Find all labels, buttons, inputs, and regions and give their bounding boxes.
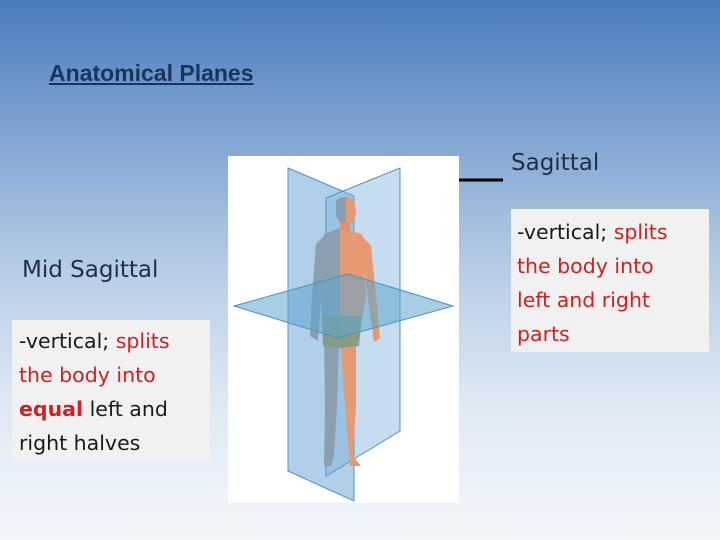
right-leg (340, 339, 361, 466)
page-title: Anatomical Planes (49, 60, 254, 86)
sagittal-heading: Sagittal (511, 150, 600, 176)
mid-sagittal-line-4: right halves (19, 431, 141, 455)
sagittal-description: -vertical; splits the body into left and… (511, 209, 709, 352)
anatomy-figure (228, 156, 459, 503)
mid-sagittal-line-3: equal left and (19, 392, 210, 426)
sagittal-red-1: splits (613, 220, 668, 244)
left-leg (324, 339, 339, 466)
mid-sagittal-line-1: -vertical; splits (19, 324, 210, 358)
sagittal-line-3: left and right (517, 288, 650, 312)
mid-sagittal-prefix: -vertical; (19, 329, 116, 353)
mid-sagittal-line-2: the body into (19, 363, 156, 387)
sagittal-line-4: parts (517, 322, 570, 346)
sagittal-line-2: the body into (517, 254, 654, 278)
anatomy-illustration (232, 167, 455, 502)
head-left (336, 196, 346, 225)
sagittal-line-1: -vertical; splits (517, 215, 709, 249)
neck (340, 222, 350, 231)
transverse-plane (232, 273, 455, 339)
mid-sagittal-bold: equal (19, 397, 84, 421)
mid-sagittal-red-1: splits (115, 329, 170, 353)
mid-sagittal-heading: Mid Sagittal (22, 257, 159, 283)
mid-sagittal-description: -vertical; splits the body into equal le… (12, 320, 210, 460)
sagittal-prefix: -vertical; (517, 220, 614, 244)
mid-sagittal-tail-1: left and (83, 397, 168, 421)
